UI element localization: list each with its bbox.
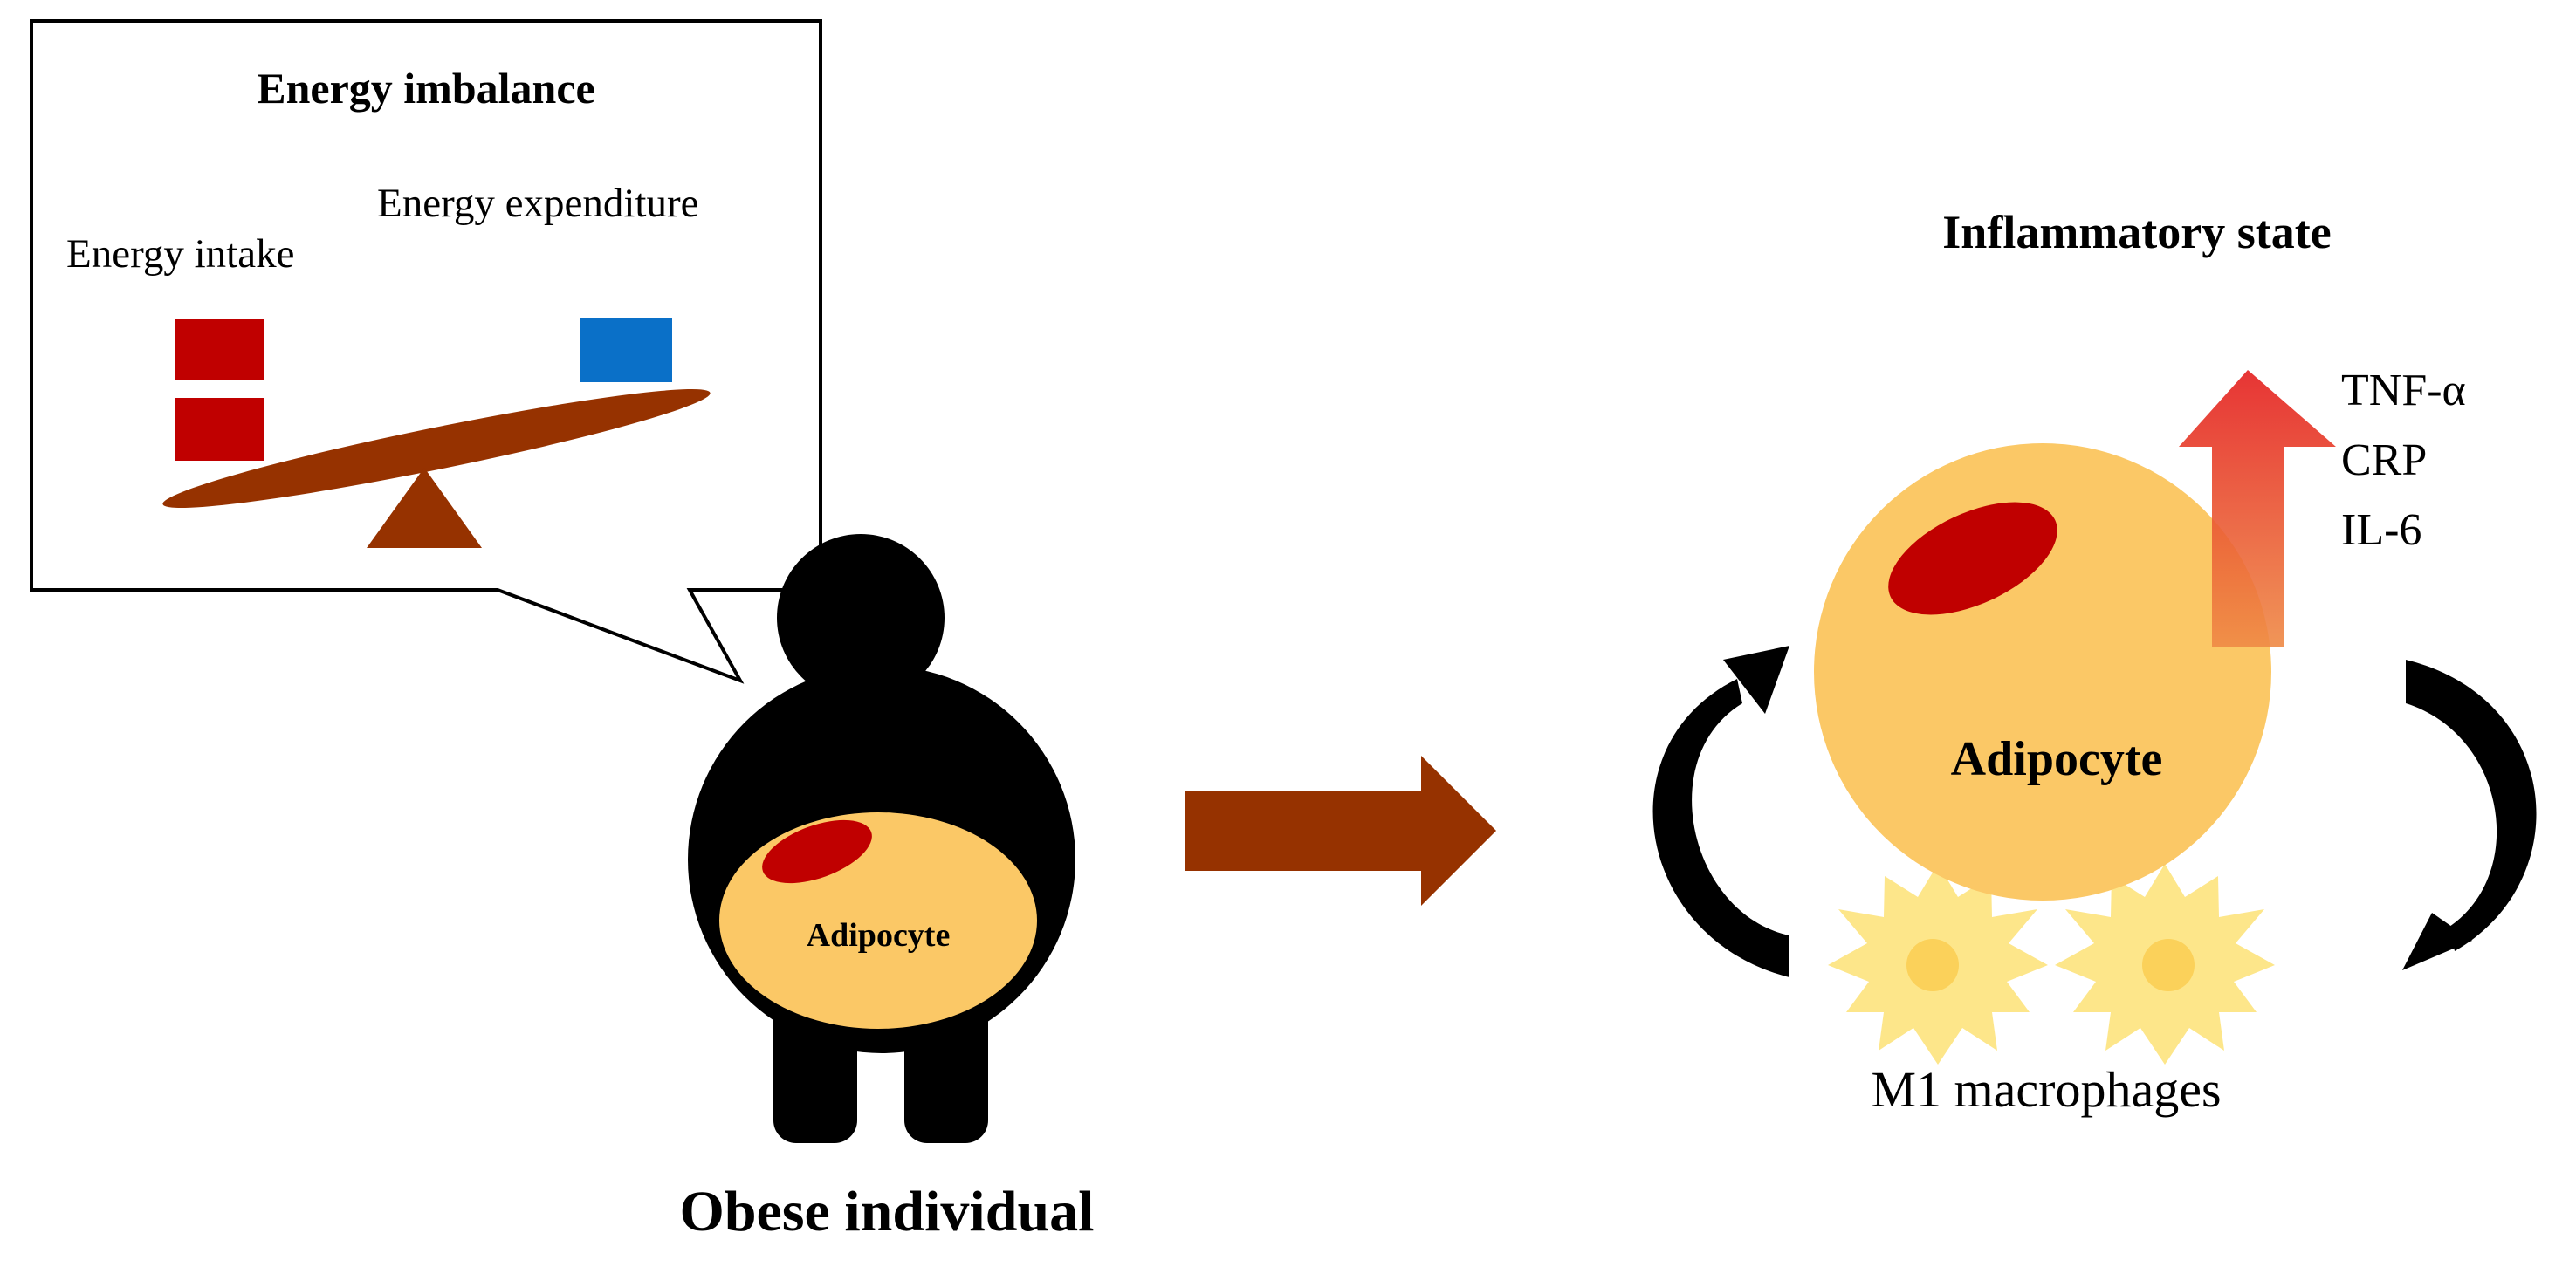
left-cycle-arrow-body: [1652, 679, 1789, 977]
inflammatory-state-title: Inflammatory state: [1942, 206, 2331, 258]
energy-intake-label: Energy intake: [66, 231, 294, 277]
m1-macrophages: [1828, 864, 2275, 1065]
transition-arrow: [1185, 756, 1496, 906]
small-adipocyte-nucleus: [762, 819, 872, 884]
obese-person-figure: Adipocyte: [688, 534, 1075, 1143]
cytokine-il-6: IL-6: [2341, 505, 2421, 555]
cytokine-tnf-alpha: TNF-α: [2341, 366, 2466, 415]
macrophages-label: M1 macrophages: [1871, 1061, 2221, 1118]
intake-block-bottom: [175, 398, 264, 461]
right-cycle-arrow-body: [2406, 660, 2537, 951]
energy-expenditure-label: Energy expenditure: [377, 181, 698, 226]
seesaw-fulcrum: [367, 468, 482, 548]
energy-imbalance-title: Energy imbalance: [257, 64, 594, 113]
obese-individual-caption: Obese individual: [680, 1180, 1095, 1243]
left-cycle-arrowhead: [1723, 646, 1789, 714]
cytokine-list: TNF-α CRP IL-6: [2341, 366, 2466, 555]
right-cycle-arrow: [2402, 660, 2537, 970]
speech-bubble-outline: [30, 19, 822, 684]
seesaw-beam: [162, 389, 711, 508]
speech-bubble: Energy imbalance Energy expenditure Ener…: [30, 19, 822, 684]
intake-block-top: [175, 319, 264, 380]
macrophage-left-nucleus: [1906, 939, 1959, 991]
macrophage-right-nucleus: [2142, 939, 2195, 991]
person-head: [777, 534, 945, 702]
large-adipocyte-nucleus: [1888, 502, 2057, 615]
small-adipocyte-label: Adipocyte: [807, 917, 951, 954]
cytokine-release-arrow: [2179, 370, 2336, 647]
right-cycle-arrowhead: [2402, 913, 2472, 970]
expenditure-block: [580, 318, 672, 382]
left-cycle-arrow: [1652, 646, 1789, 977]
large-adipocyte-label: Adipocyte: [1951, 732, 2163, 786]
cytokine-crp: CRP: [2341, 435, 2427, 485]
